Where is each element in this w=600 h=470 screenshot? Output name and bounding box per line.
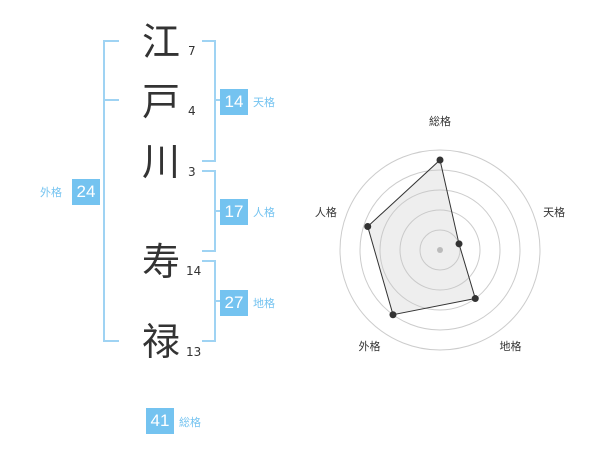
gaikaku-bracket-tick-1: [103, 99, 119, 101]
stroke-count-3: 3: [188, 165, 196, 179]
radar-center-dot: [437, 247, 443, 253]
chikaku-bracket-tick: [214, 300, 222, 302]
tenkaku-value: 14: [220, 89, 248, 115]
radar-grid-ring: [399, 209, 481, 291]
name-char-4: 寿: [142, 240, 181, 284]
radar-grid-ring: [359, 169, 521, 331]
jinkaku-value: 17: [220, 199, 248, 225]
gaikaku-bracket: [103, 40, 119, 342]
jinkaku-bracket-tick: [214, 210, 222, 212]
chikaku-label: 地格: [253, 297, 275, 310]
radar-grid-ring: [379, 189, 501, 311]
stroke-count-1: 7: [188, 44, 196, 58]
stroke-count-2: 4: [188, 104, 196, 118]
soukaku-label: 総格: [179, 416, 201, 429]
radar-point-4: [389, 311, 397, 319]
radar-axis-label-2: 天格: [543, 205, 565, 219]
name-char-5: 禄: [142, 320, 181, 364]
jinkaku-label: 人格: [253, 206, 275, 219]
name-char-2: 戸: [142, 80, 181, 124]
stroke-count-4: 14: [186, 264, 202, 278]
radar-axis-label-1: 総格: [429, 114, 451, 128]
chikaku-value: 27: [220, 290, 248, 316]
radar-axis-label-4: 外格: [359, 339, 381, 353]
radar-point-5: [364, 223, 372, 231]
tenkaku-label: 天格: [253, 96, 275, 109]
gaikaku-label: 外格: [40, 186, 62, 199]
radar-axis-label-5: 人格: [315, 205, 337, 219]
name-char-3: 川: [142, 140, 181, 184]
stroke-count-5: 13: [186, 345, 202, 359]
name-char-1: 江: [142, 20, 181, 64]
soukaku-value: 41: [146, 408, 174, 434]
radar-data-polygon: [367, 159, 476, 316]
gaikaku-value: 24: [72, 179, 100, 205]
radar-point-2: [455, 240, 463, 248]
radar-point-3: [471, 295, 479, 303]
radar-axis-label-3: 地格: [500, 339, 522, 353]
tenkaku-bracket: [202, 40, 216, 162]
radar-grid-ring: [419, 229, 461, 271]
radar-point-1: [436, 156, 444, 164]
tenkaku-bracket-tick: [214, 99, 222, 101]
